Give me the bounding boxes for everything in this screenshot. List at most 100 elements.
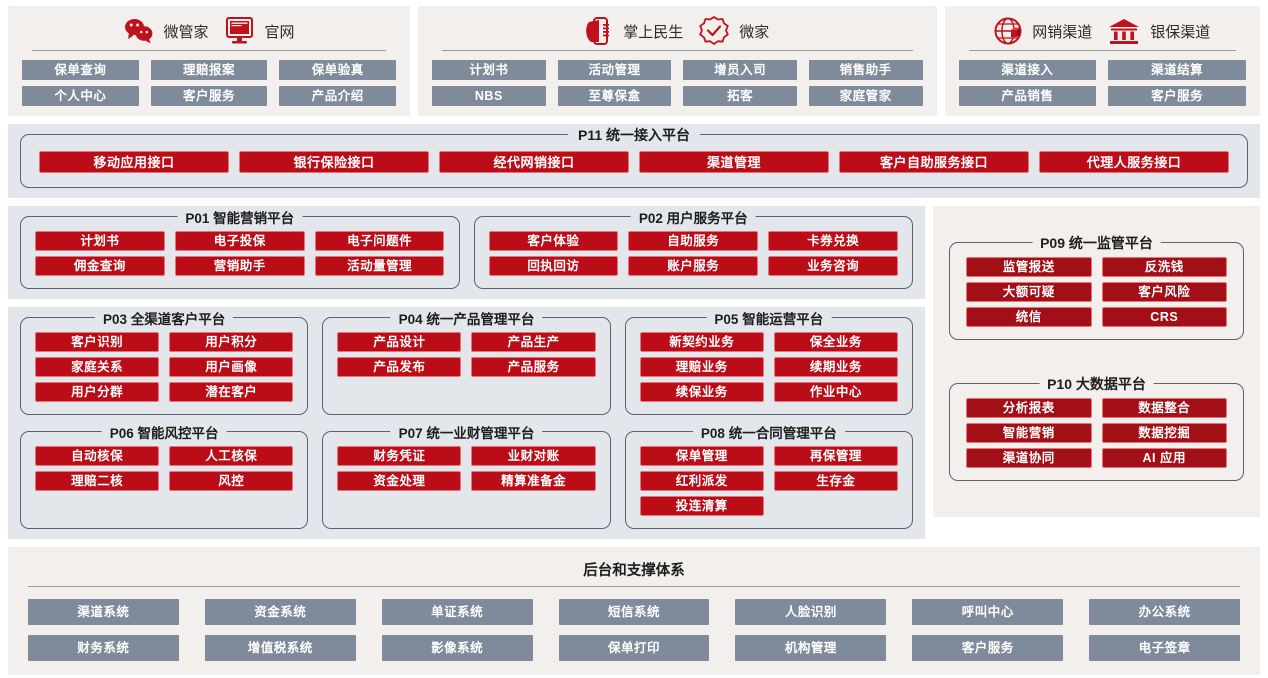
support-chip[interactable]: 机构管理 [735, 635, 887, 661]
platform-p08: P08 统一合同管理平台 保单管理 再保管理 红利派发 生存金 投连清算 [624, 422, 913, 529]
channel-chip[interactable]: 理赔报案 [150, 60, 268, 80]
platform-chip[interactable]: 产品发布 [337, 357, 462, 377]
support-chip[interactable]: 财务系统 [28, 635, 179, 661]
platform-chip[interactable]: 用户分群 [35, 382, 160, 402]
support-chip[interactable]: 办公系统 [1089, 599, 1240, 625]
platform-chip[interactable]: 用户积分 [169, 332, 294, 352]
platform-chip[interactable]: 投连清算 [639, 496, 764, 516]
channel-chip[interactable]: NBS [432, 86, 546, 106]
access-chip[interactable]: 银行保险接口 [239, 151, 429, 173]
channel-chip[interactable]: 保单验真 [279, 60, 397, 80]
support-chip[interactable]: 呼叫中心 [912, 599, 1064, 625]
platform-chip[interactable]: 卡券兑换 [768, 231, 898, 251]
platform-chip[interactable]: 自助服务 [628, 231, 759, 251]
platform-chip[interactable]: 反洗钱 [1101, 256, 1227, 277]
platform-chip[interactable]: 风控 [169, 471, 294, 491]
channel-chip[interactable]: 至尊保盒 [557, 86, 672, 106]
support-chip[interactable]: 单证系统 [381, 599, 533, 625]
support-chip[interactable]: 保单打印 [558, 635, 710, 661]
platform-chip[interactable]: 业务咨询 [768, 256, 898, 276]
support-chip[interactable]: 人脸识别 [735, 599, 887, 625]
channel-chip[interactable]: 渠道结算 [1108, 60, 1246, 80]
channel-chip[interactable]: 销售助手 [808, 60, 923, 80]
channel-chip[interactable]: 客户服务 [1108, 86, 1246, 106]
platform-chip[interactable]: 计划书 [35, 231, 165, 251]
support-chip[interactable]: 增值税系统 [204, 635, 356, 661]
channel-chip[interactable]: 渠道接入 [958, 60, 1097, 80]
platform-chip[interactable]: CRS [1101, 306, 1227, 327]
access-chip[interactable]: 客户自助服务接口 [839, 151, 1029, 173]
access-chip[interactable]: 经代网销接口 [439, 151, 629, 173]
platform-chip[interactable]: 再保管理 [773, 446, 898, 466]
platform-chip[interactable]: 家庭关系 [35, 357, 160, 377]
platform-chip[interactable]: 渠道协同 [966, 448, 1092, 469]
platform-chip[interactable]: 红利派发 [639, 471, 764, 491]
platform-chip[interactable]: 分析报表 [966, 398, 1092, 419]
platform-chip[interactable]: 营销助手 [174, 256, 305, 276]
platform-chip[interactable]: 产品设计 [337, 332, 462, 352]
channel-chip[interactable]: 增员入司 [683, 60, 797, 80]
channel-chip[interactable]: 保单查询 [22, 60, 139, 80]
channel-chip[interactable]: 拓客 [683, 86, 797, 106]
platform-chip[interactable]: 数据整合 [1101, 398, 1227, 419]
channel-chip[interactable]: 客户服务 [150, 86, 268, 106]
platform-chip[interactable]: 账户服务 [628, 256, 759, 276]
platform-columns-left: P01 智能营销平台 计划书 电子投保 电子问题件 佣金查询 营销助手 活动量管… [8, 206, 925, 539]
platform-chip[interactable]: 业财对账 [471, 446, 596, 466]
platform-chip[interactable]: 佣金查询 [35, 256, 165, 276]
channel-chip[interactable]: 个人中心 [22, 86, 139, 106]
support-chip[interactable]: 影像系统 [381, 635, 533, 661]
platform-chip[interactable]: 人工核保 [169, 446, 294, 466]
platform-chip[interactable]: 智能营销 [966, 423, 1092, 444]
channel-chip[interactable]: 产品销售 [958, 86, 1097, 106]
access-chip[interactable]: 移动应用接口 [39, 151, 229, 173]
support-chip[interactable]: 渠道系统 [28, 599, 179, 625]
platform-chip[interactable]: 客户识别 [35, 332, 160, 352]
platform-chip[interactable]: 客户风险 [1101, 281, 1227, 302]
platform-chip[interactable]: 回执回访 [488, 256, 619, 276]
channel-chip[interactable]: 计划书 [432, 60, 546, 80]
platform-chip[interactable]: 统信 [966, 306, 1092, 327]
platform-chip[interactable]: 保单管理 [639, 446, 764, 466]
platform-items: 财务凭证 业财对账 资金处理 精算准备金 [337, 446, 596, 491]
platform-chip[interactable]: 生存金 [773, 471, 898, 491]
channel-chip[interactable]: 产品介绍 [279, 86, 397, 106]
platform-chip[interactable]: 续期业务 [773, 357, 898, 377]
platform-chip[interactable]: 数据挖掘 [1101, 423, 1227, 444]
platform-chip[interactable]: 保全业务 [773, 332, 898, 352]
platform-chip[interactable]: 理赔业务 [639, 357, 764, 377]
platform-chip[interactable]: 电子投保 [174, 231, 305, 251]
platform-items: 保单管理 再保管理 红利派发 生存金 投连清算 [639, 446, 898, 516]
platform-chip[interactable]: 作业中心 [773, 382, 898, 402]
channel-items: 计划书 活动管理 增员入司 销售助手 NBS 至尊保盒 拓客 家庭管家 [432, 60, 923, 106]
platform-chip[interactable]: 资金处理 [337, 471, 462, 491]
platform-chip[interactable]: 潜在客户 [169, 382, 294, 402]
platform-chip[interactable]: 活动量管理 [314, 256, 445, 276]
platform-chip[interactable]: 理赔二核 [35, 471, 160, 491]
platform-chip[interactable]: 产品生产 [471, 332, 596, 352]
platform-chip[interactable]: AI 应用 [1101, 448, 1227, 469]
channel-row: 微管家 官网 [8, 6, 1260, 116]
platform-chip[interactable]: 精算准备金 [471, 471, 596, 491]
platform-chip[interactable]: 财务凭证 [337, 446, 462, 466]
platform-chip[interactable]: 监管报送 [966, 256, 1092, 277]
access-chip[interactable]: 代理人服务接口 [1039, 151, 1229, 173]
platform-chip[interactable]: 新契约业务 [639, 332, 764, 352]
support-chip[interactable]: 短信系统 [558, 599, 710, 625]
platform-chip[interactable]: 续保业务 [639, 382, 764, 402]
platform-chip[interactable]: 电子问题件 [314, 231, 445, 251]
access-chip[interactable]: 渠道管理 [639, 151, 829, 173]
platform-chip[interactable]: 大额可疑 [966, 281, 1092, 302]
channel-head: 网销渠道 银保渠道 [959, 14, 1247, 48]
channel-chip[interactable]: 家庭管家 [808, 86, 923, 106]
support-chip[interactable]: 电子签章 [1089, 635, 1240, 661]
platform-chip[interactable]: 用户画像 [169, 357, 294, 377]
channel-head-label: 微管家 [163, 23, 209, 41]
support-chip[interactable]: 资金系统 [204, 599, 356, 625]
platform-chip[interactable]: 产品服务 [471, 357, 596, 377]
platform-chip[interactable]: 客户体验 [488, 231, 619, 251]
platform-title: P03 全渠道客户平台 [95, 308, 234, 328]
platform-chip[interactable]: 自动核保 [35, 446, 160, 466]
channel-chip[interactable]: 活动管理 [557, 60, 672, 80]
support-chip[interactable]: 客户服务 [912, 635, 1064, 661]
